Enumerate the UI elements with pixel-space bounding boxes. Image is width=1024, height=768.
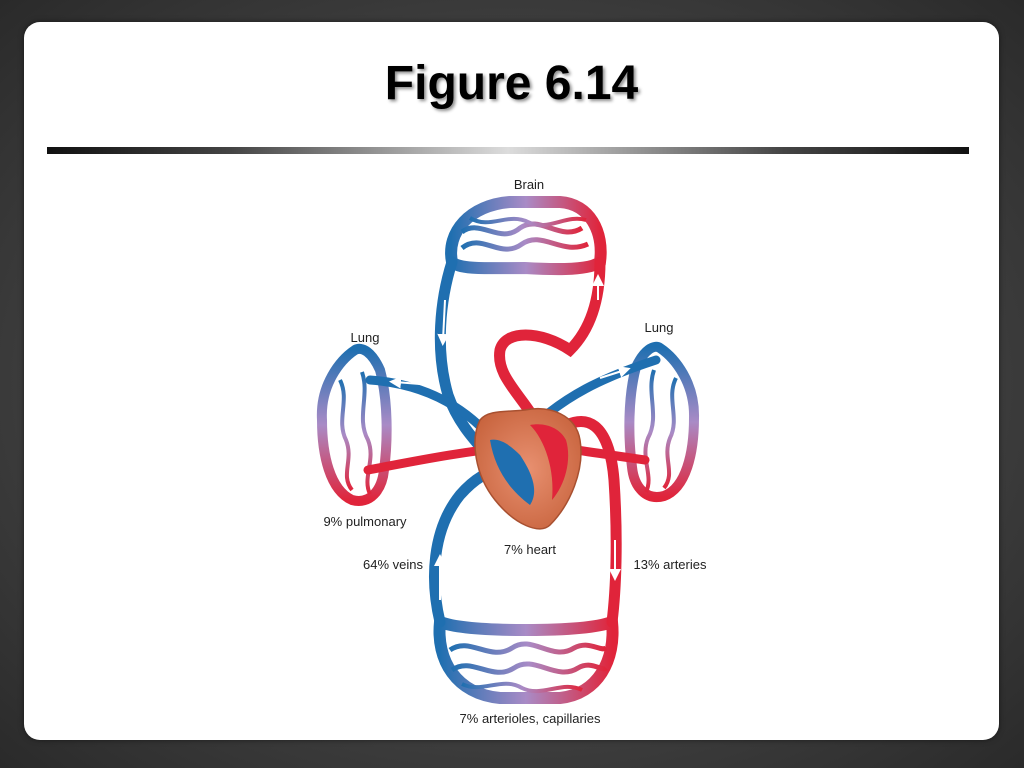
slide-title: Figure 6.14 bbox=[384, 57, 639, 110]
title-divider bbox=[47, 147, 969, 154]
label-heart: 7% heart bbox=[504, 542, 556, 557]
label-pulmonary: 9% pulmonary bbox=[323, 514, 407, 529]
label-arteries: 13% arteries bbox=[634, 557, 707, 572]
label-capillaries: 7% arterioles, capillaries bbox=[460, 711, 601, 726]
label-lung-left: Lung bbox=[351, 330, 380, 345]
brain-capillary-bed bbox=[445, 196, 607, 276]
label-brain: Brain bbox=[514, 177, 544, 192]
left-lung bbox=[316, 343, 392, 506]
label-veins: 64% veins bbox=[363, 557, 423, 572]
label-lung-right: Lung bbox=[645, 320, 674, 335]
heart bbox=[474, 408, 582, 530]
systemic-capillary-bed bbox=[433, 613, 619, 704]
